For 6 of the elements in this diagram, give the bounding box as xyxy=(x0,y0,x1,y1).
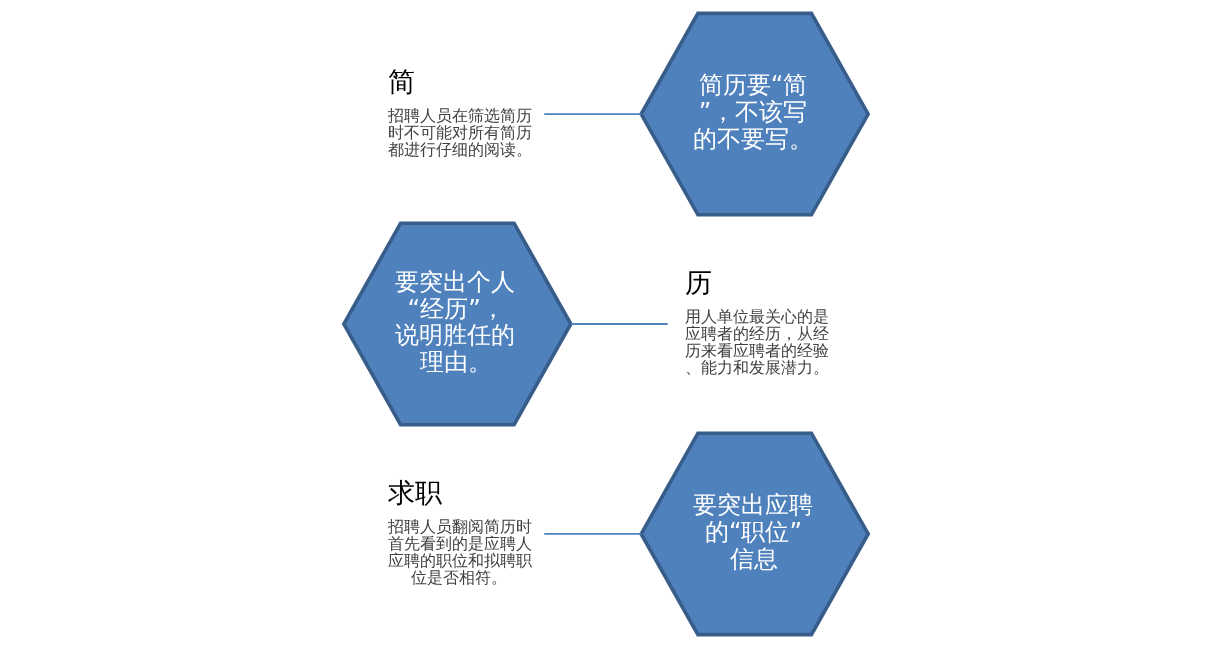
connector xyxy=(569,323,668,325)
connector xyxy=(542,533,642,535)
node-text: 简 招聘人员在筛选简历时不可能对所有简历都进行仔细的阅读。 xyxy=(387,65,532,159)
node-text: 历 用人单位最关心的是应聘者的经历，从经历来看应聘者的经验、能力和发展潜力。 xyxy=(684,266,829,378)
node-text: 求职 招聘人员翻阅简历时首先看到的是应聘人应聘的职位和拟聘职位是否相符。 xyxy=(387,476,532,587)
connector xyxy=(542,113,642,115)
